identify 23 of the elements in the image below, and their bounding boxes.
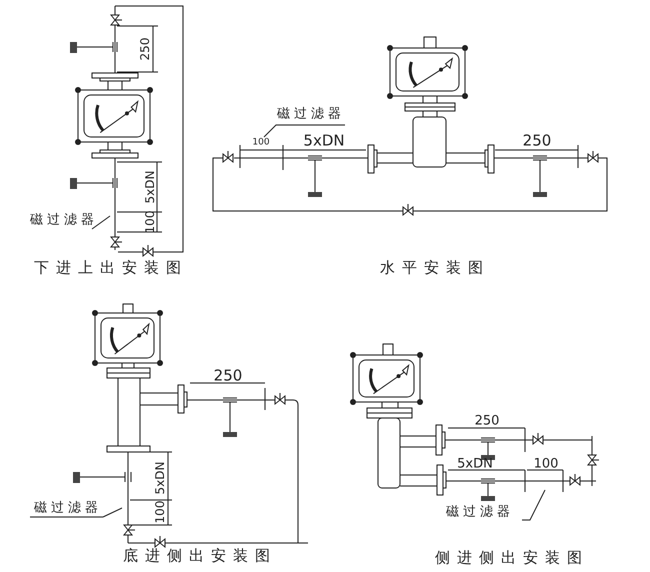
dimension-value: 100 [534,458,558,470]
dimension-value: 250 [139,38,151,60]
drawing-caption: 底进侧出安装图 [123,548,277,564]
dimension-value: 5xDN [303,134,345,148]
filter-label: 磁过滤器 [277,108,345,120]
dimension-value: 100 [154,500,166,524]
leader-line [92,216,110,230]
leader-line [264,124,346,138]
drawing-caption: 水平安装图 [380,260,490,276]
leader-line [522,490,546,520]
dimension-value: 250 [214,368,242,384]
leader-line [30,508,122,518]
dimension-value: 5xDN [457,458,493,470]
filter-label: 磁过滤器 [34,502,102,514]
dimension-value: 100 [252,138,270,148]
filter-label: 磁过滤器 [446,506,514,518]
dimension-value: 5xDN [144,170,156,204]
drawing-caption: 下进上出安装图 [34,260,188,276]
filter-label: 磁过滤器 [30,214,98,226]
dimension-value: 250 [522,134,552,148]
drawing-caption: 侧进侧出安装图 [435,550,589,566]
dimension-value: 250 [474,414,500,428]
dimension-value: 5xDN [154,462,166,494]
